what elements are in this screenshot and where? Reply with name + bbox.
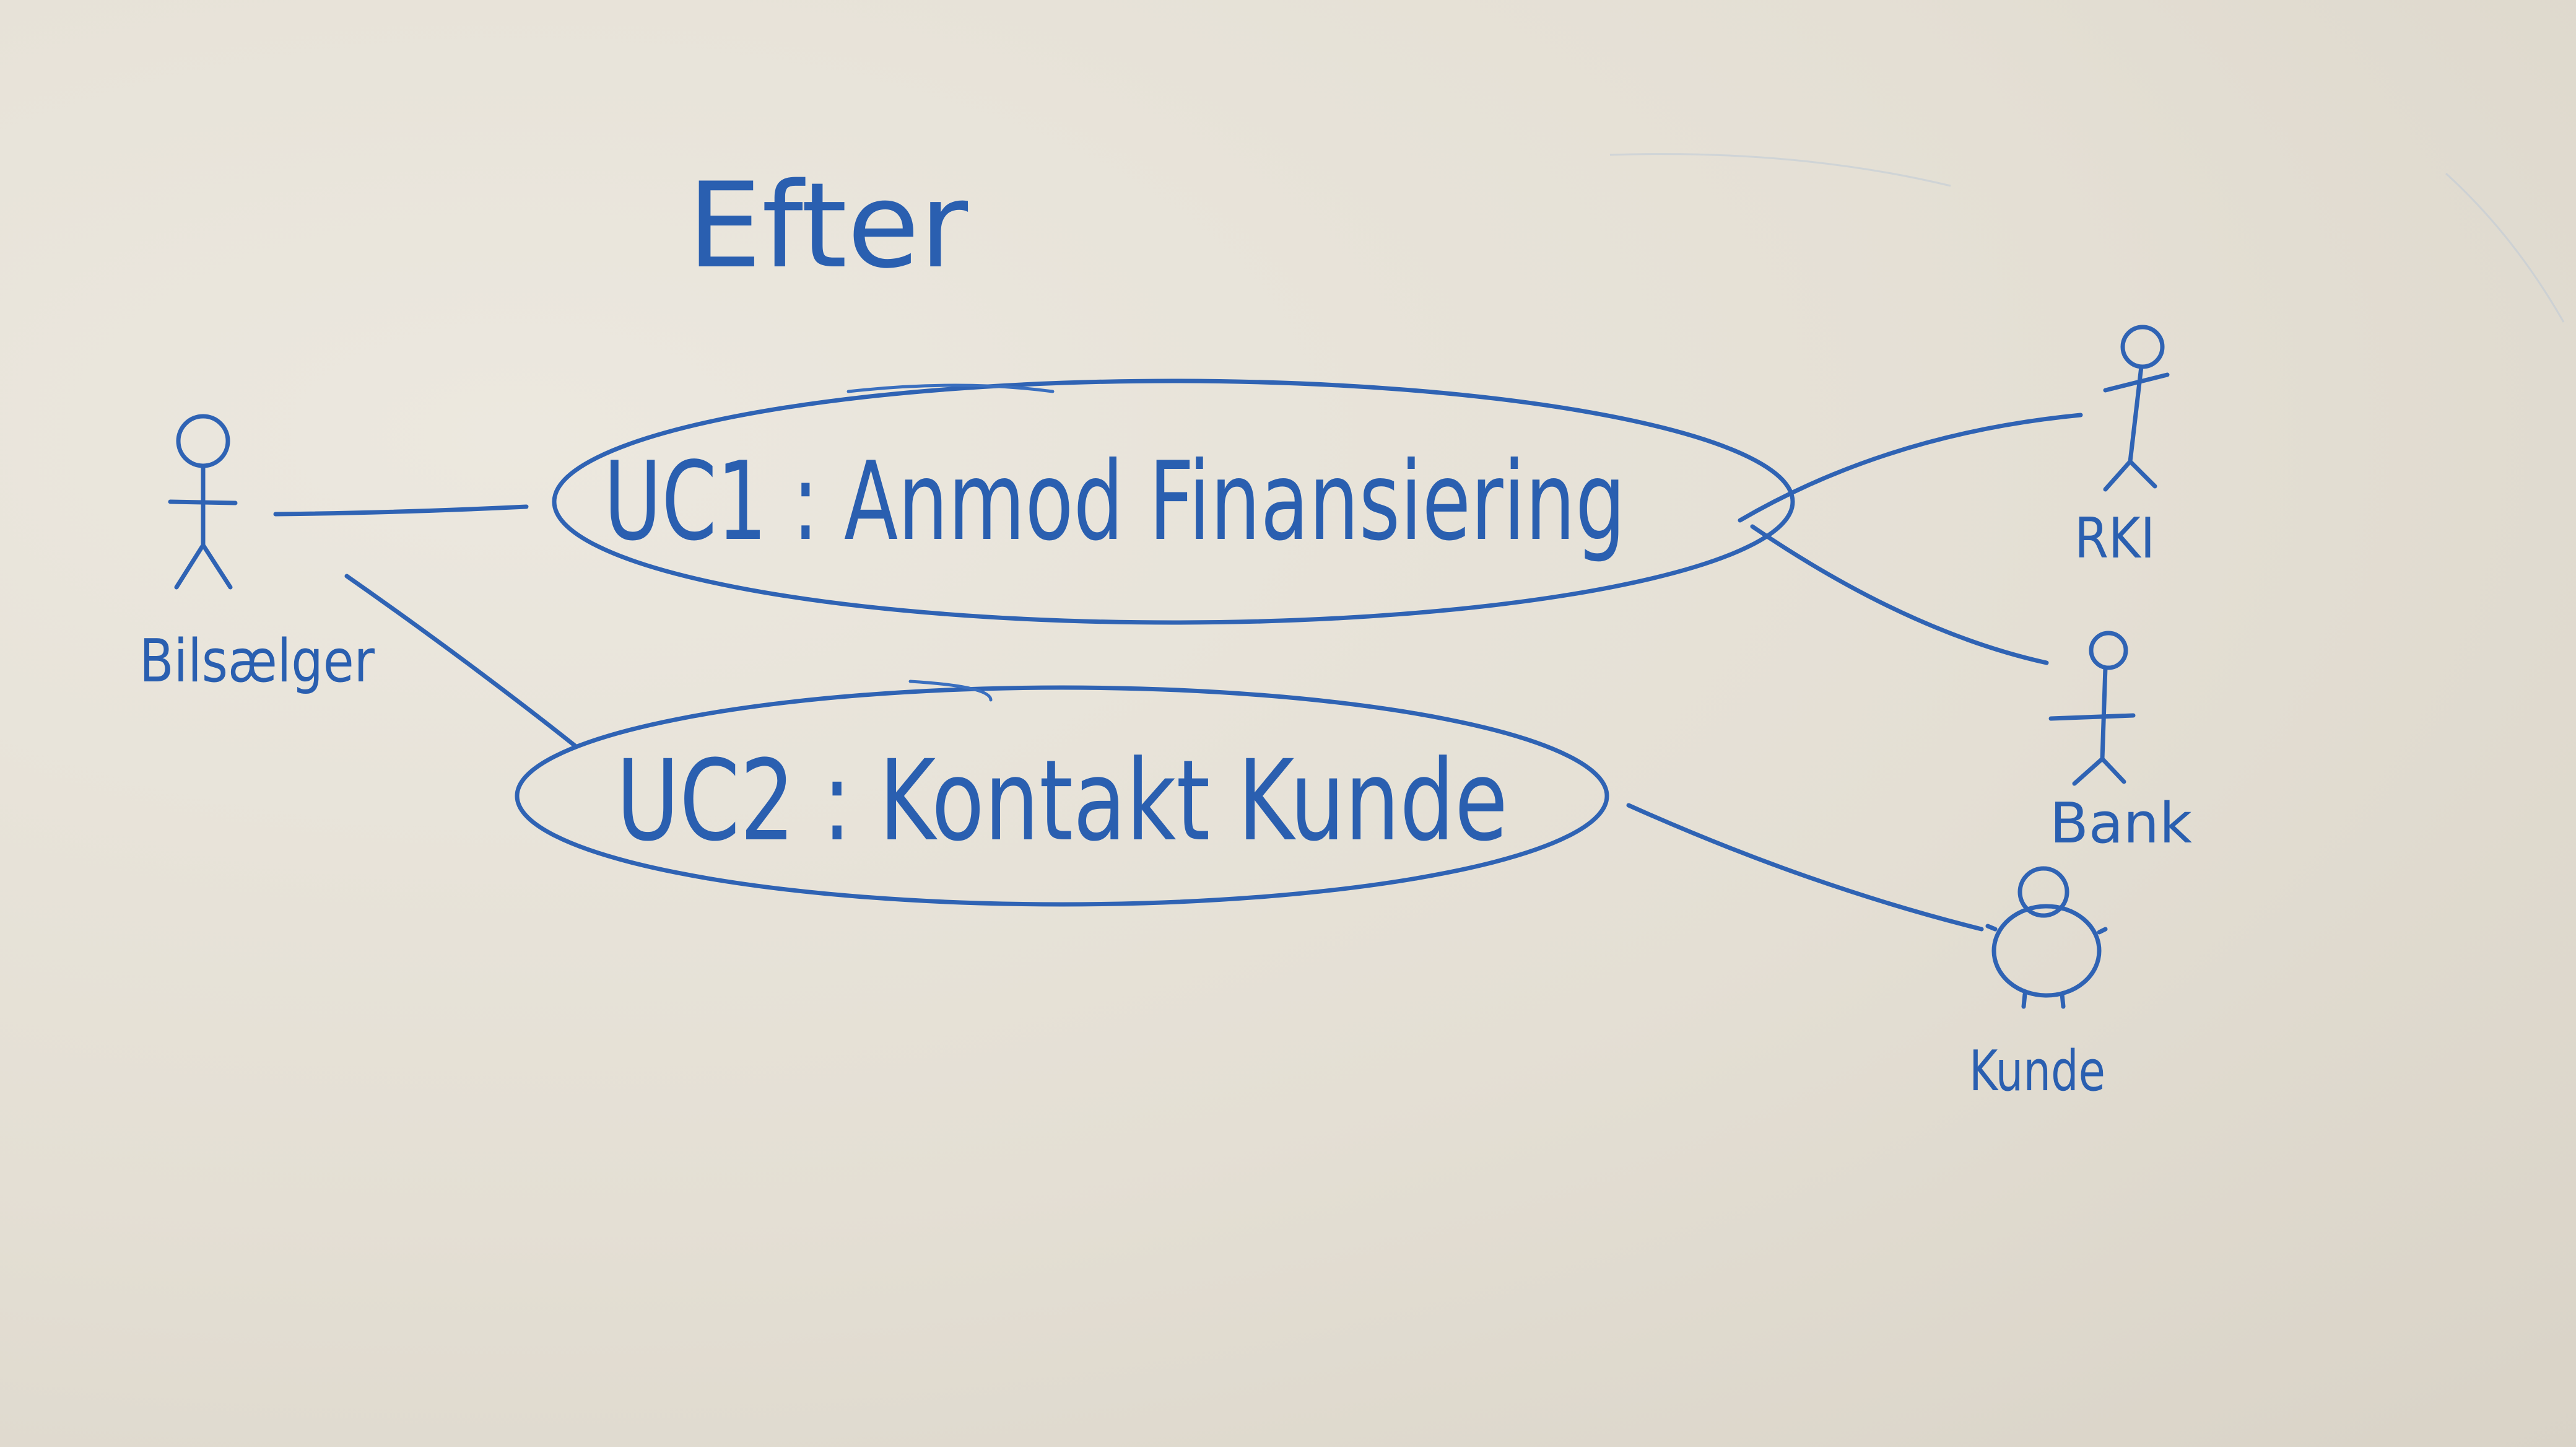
use-case-uc2-ellipse [515,685,1609,907]
actor-kunde [1985,866,2108,1009]
actor-kunde-label: Kunde [1969,1039,2105,1104]
use-case-uc1-ellipse [552,378,1795,625]
actor-legs [2072,756,2126,786]
board-smudge [2445,172,2565,323]
actor-head [2017,866,2069,918]
ellipse-stroke-overlap [846,383,1055,393]
actor-legs [2021,992,2066,1009]
actor-bank [2048,631,2136,786]
board-smudge [1609,153,1951,187]
actor-head [2120,325,2165,369]
association-uc1-rki [1738,413,2083,523]
use-case-uc1-label: UC1 : Anmod Finansiering [604,439,1625,565]
actor-rki-label: RKI [2074,506,2155,571]
association-bilsaelger-uc2 [344,574,578,749]
actor-body [1991,904,2102,998]
actor-legs [174,543,233,590]
actor-head [176,414,230,468]
actor-arms [1985,924,2108,935]
actor-head [2089,631,2128,670]
association-bilsaelger-uc1 [273,504,529,517]
actor-arms [168,499,238,505]
actor-arms [2103,372,2170,393]
actor-bilsaelger-label: Bilsælger [139,627,375,696]
actor-body [2100,665,2108,761]
diagram-heading: Efter [687,157,968,294]
ellipse-stroke-overlap [908,680,993,702]
actor-arms [2048,713,2136,721]
use-case-uc2-label: UC2 : Kontakt Kunde [616,737,1508,866]
actor-bilsaelger [168,414,238,590]
association-uc2-kunde [1626,803,1984,932]
actor-rki [2103,325,2170,492]
actor-bank-label: Bank [2050,791,2192,856]
actor-legs [2103,459,2157,492]
association-uc1-bank [1750,524,2049,665]
